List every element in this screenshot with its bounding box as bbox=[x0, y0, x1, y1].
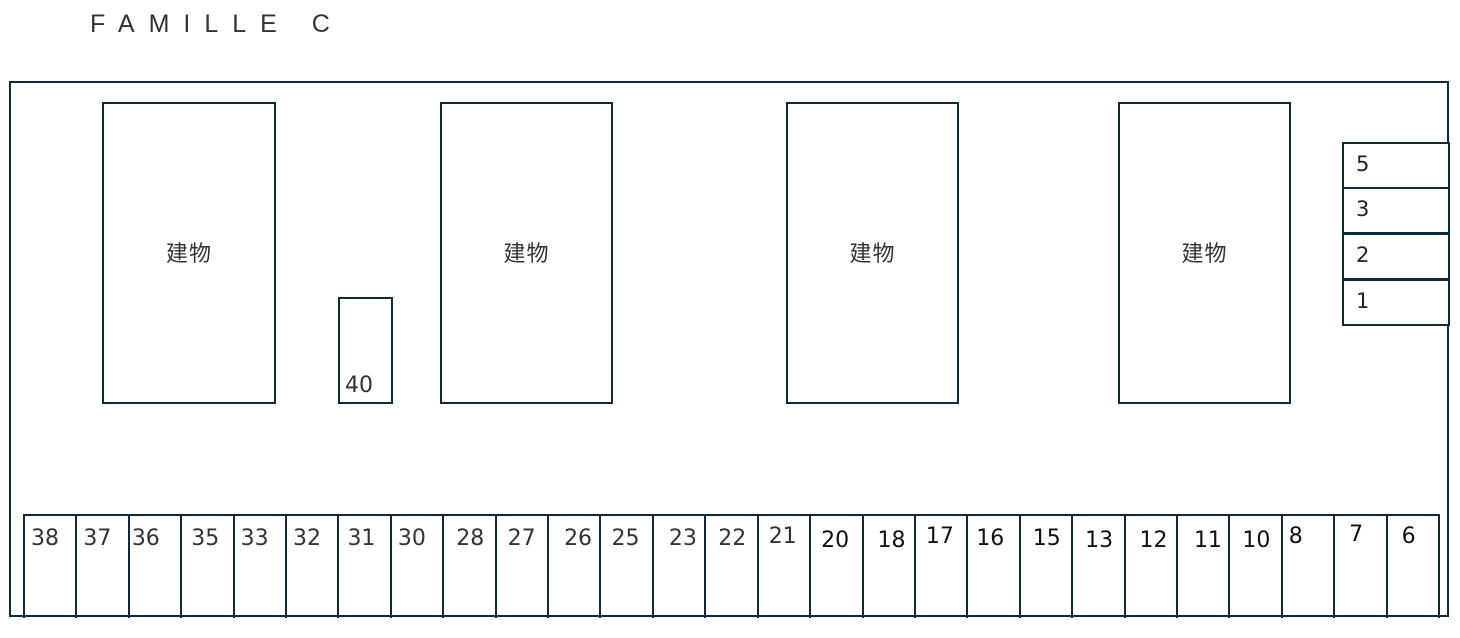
building-label: 建物 bbox=[503, 242, 550, 267]
spot-number: 37 bbox=[83, 526, 112, 551]
spot-number: 5 bbox=[1356, 152, 1370, 176]
parking-spot[interactable]: 36 bbox=[127, 516, 180, 618]
parking-spot-3[interactable]: 3 bbox=[1342, 187, 1450, 234]
spot-number: 28 bbox=[456, 526, 485, 551]
parking-spot[interactable]: 38 bbox=[23, 516, 75, 618]
spot-number: 23 bbox=[668, 526, 697, 551]
spot-number: 12 bbox=[1139, 528, 1168, 553]
spot-number: 11 bbox=[1193, 528, 1222, 553]
spot-number: 20 bbox=[821, 528, 850, 553]
parking-spot[interactable]: 21 bbox=[756, 516, 809, 618]
spot-number: 22 bbox=[718, 526, 747, 551]
spot-number: 16 bbox=[976, 526, 1005, 551]
spot-number: 1 bbox=[1356, 289, 1370, 313]
spot-number: 21 bbox=[768, 524, 797, 549]
spot-number: 36 bbox=[131, 526, 160, 551]
parking-spot-40[interactable]: 40 bbox=[338, 297, 393, 404]
parking-spot[interactable]: 31 bbox=[337, 516, 389, 618]
parking-spot[interactable]: 18 bbox=[861, 516, 914, 618]
parking-spot[interactable]: 13 bbox=[1071, 516, 1123, 618]
parking-spot-2[interactable]: 2 bbox=[1342, 233, 1450, 280]
parking-spot[interactable]: 28 bbox=[442, 516, 494, 618]
parking-spot[interactable]: 8 bbox=[1280, 516, 1333, 618]
parking-spot[interactable]: 33 bbox=[232, 516, 285, 618]
spot-number: 35 bbox=[191, 526, 220, 551]
spot-number: 32 bbox=[293, 526, 322, 551]
spot-number: 3 bbox=[1356, 197, 1370, 221]
building-1[interactable]: 建物 bbox=[102, 102, 276, 404]
parking-spot[interactable]: 15 bbox=[1018, 516, 1071, 618]
parking-spot[interactable]: 23 bbox=[651, 516, 704, 618]
building-3[interactable]: 建物 bbox=[786, 102, 959, 404]
spot-number: 18 bbox=[877, 528, 906, 553]
parking-spot[interactable]: 12 bbox=[1123, 516, 1176, 618]
parking-spot-1[interactable]: 1 bbox=[1342, 279, 1450, 326]
building-label: 建物 bbox=[165, 242, 212, 267]
parking-spot-5[interactable]: 5 bbox=[1342, 142, 1450, 189]
parking-spot[interactable]: 32 bbox=[285, 516, 337, 618]
bottom-parking-row: 38 37 36 35 33 32 31 30 28 27 26 25 23 2… bbox=[23, 514, 1440, 618]
parking-spot[interactable]: 6 bbox=[1385, 516, 1440, 618]
parking-spot[interactable]: 11 bbox=[1175, 516, 1228, 618]
page-title: FAMILLE C bbox=[90, 10, 344, 38]
parking-spot[interactable]: 35 bbox=[180, 516, 232, 618]
building-2[interactable]: 建物 bbox=[440, 102, 613, 404]
building-4[interactable]: 建物 bbox=[1118, 102, 1291, 404]
building-label: 建物 bbox=[1181, 242, 1228, 267]
parking-spot[interactable]: 7 bbox=[1333, 516, 1385, 618]
spot-number: 30 bbox=[397, 526, 426, 551]
parking-spot[interactable]: 20 bbox=[809, 516, 861, 618]
spot-number: 15 bbox=[1032, 526, 1061, 551]
spot-number: 6 bbox=[1401, 524, 1416, 549]
spot-number: 33 bbox=[240, 526, 269, 551]
site-boundary bbox=[9, 81, 1449, 617]
spot-number: 17 bbox=[925, 524, 954, 549]
parking-spot[interactable]: 26 bbox=[547, 516, 599, 618]
spot-number: 2 bbox=[1356, 243, 1370, 267]
parking-spot[interactable]: 22 bbox=[704, 516, 756, 618]
parking-spot[interactable]: 37 bbox=[75, 516, 127, 618]
spot-number: 25 bbox=[611, 526, 640, 551]
parking-spot[interactable]: 25 bbox=[599, 516, 651, 618]
parking-spot[interactable]: 17 bbox=[913, 516, 966, 618]
spot-number: 31 bbox=[347, 526, 376, 551]
spot-number: 7 bbox=[1349, 522, 1364, 547]
spot-number: 8 bbox=[1288, 524, 1303, 549]
spot-number: 26 bbox=[564, 526, 593, 551]
parking-spot[interactable]: 16 bbox=[966, 516, 1018, 618]
spot-number: 38 bbox=[31, 526, 59, 551]
parking-spot[interactable]: 30 bbox=[389, 516, 442, 618]
parking-spot[interactable]: 27 bbox=[494, 516, 547, 618]
spot-number: 40 bbox=[345, 373, 373, 398]
building-label: 建物 bbox=[849, 242, 896, 267]
spot-number: 13 bbox=[1085, 528, 1114, 553]
spot-number: 27 bbox=[507, 526, 536, 551]
parking-spot[interactable]: 10 bbox=[1228, 516, 1280, 618]
spot-number: 10 bbox=[1242, 528, 1271, 553]
